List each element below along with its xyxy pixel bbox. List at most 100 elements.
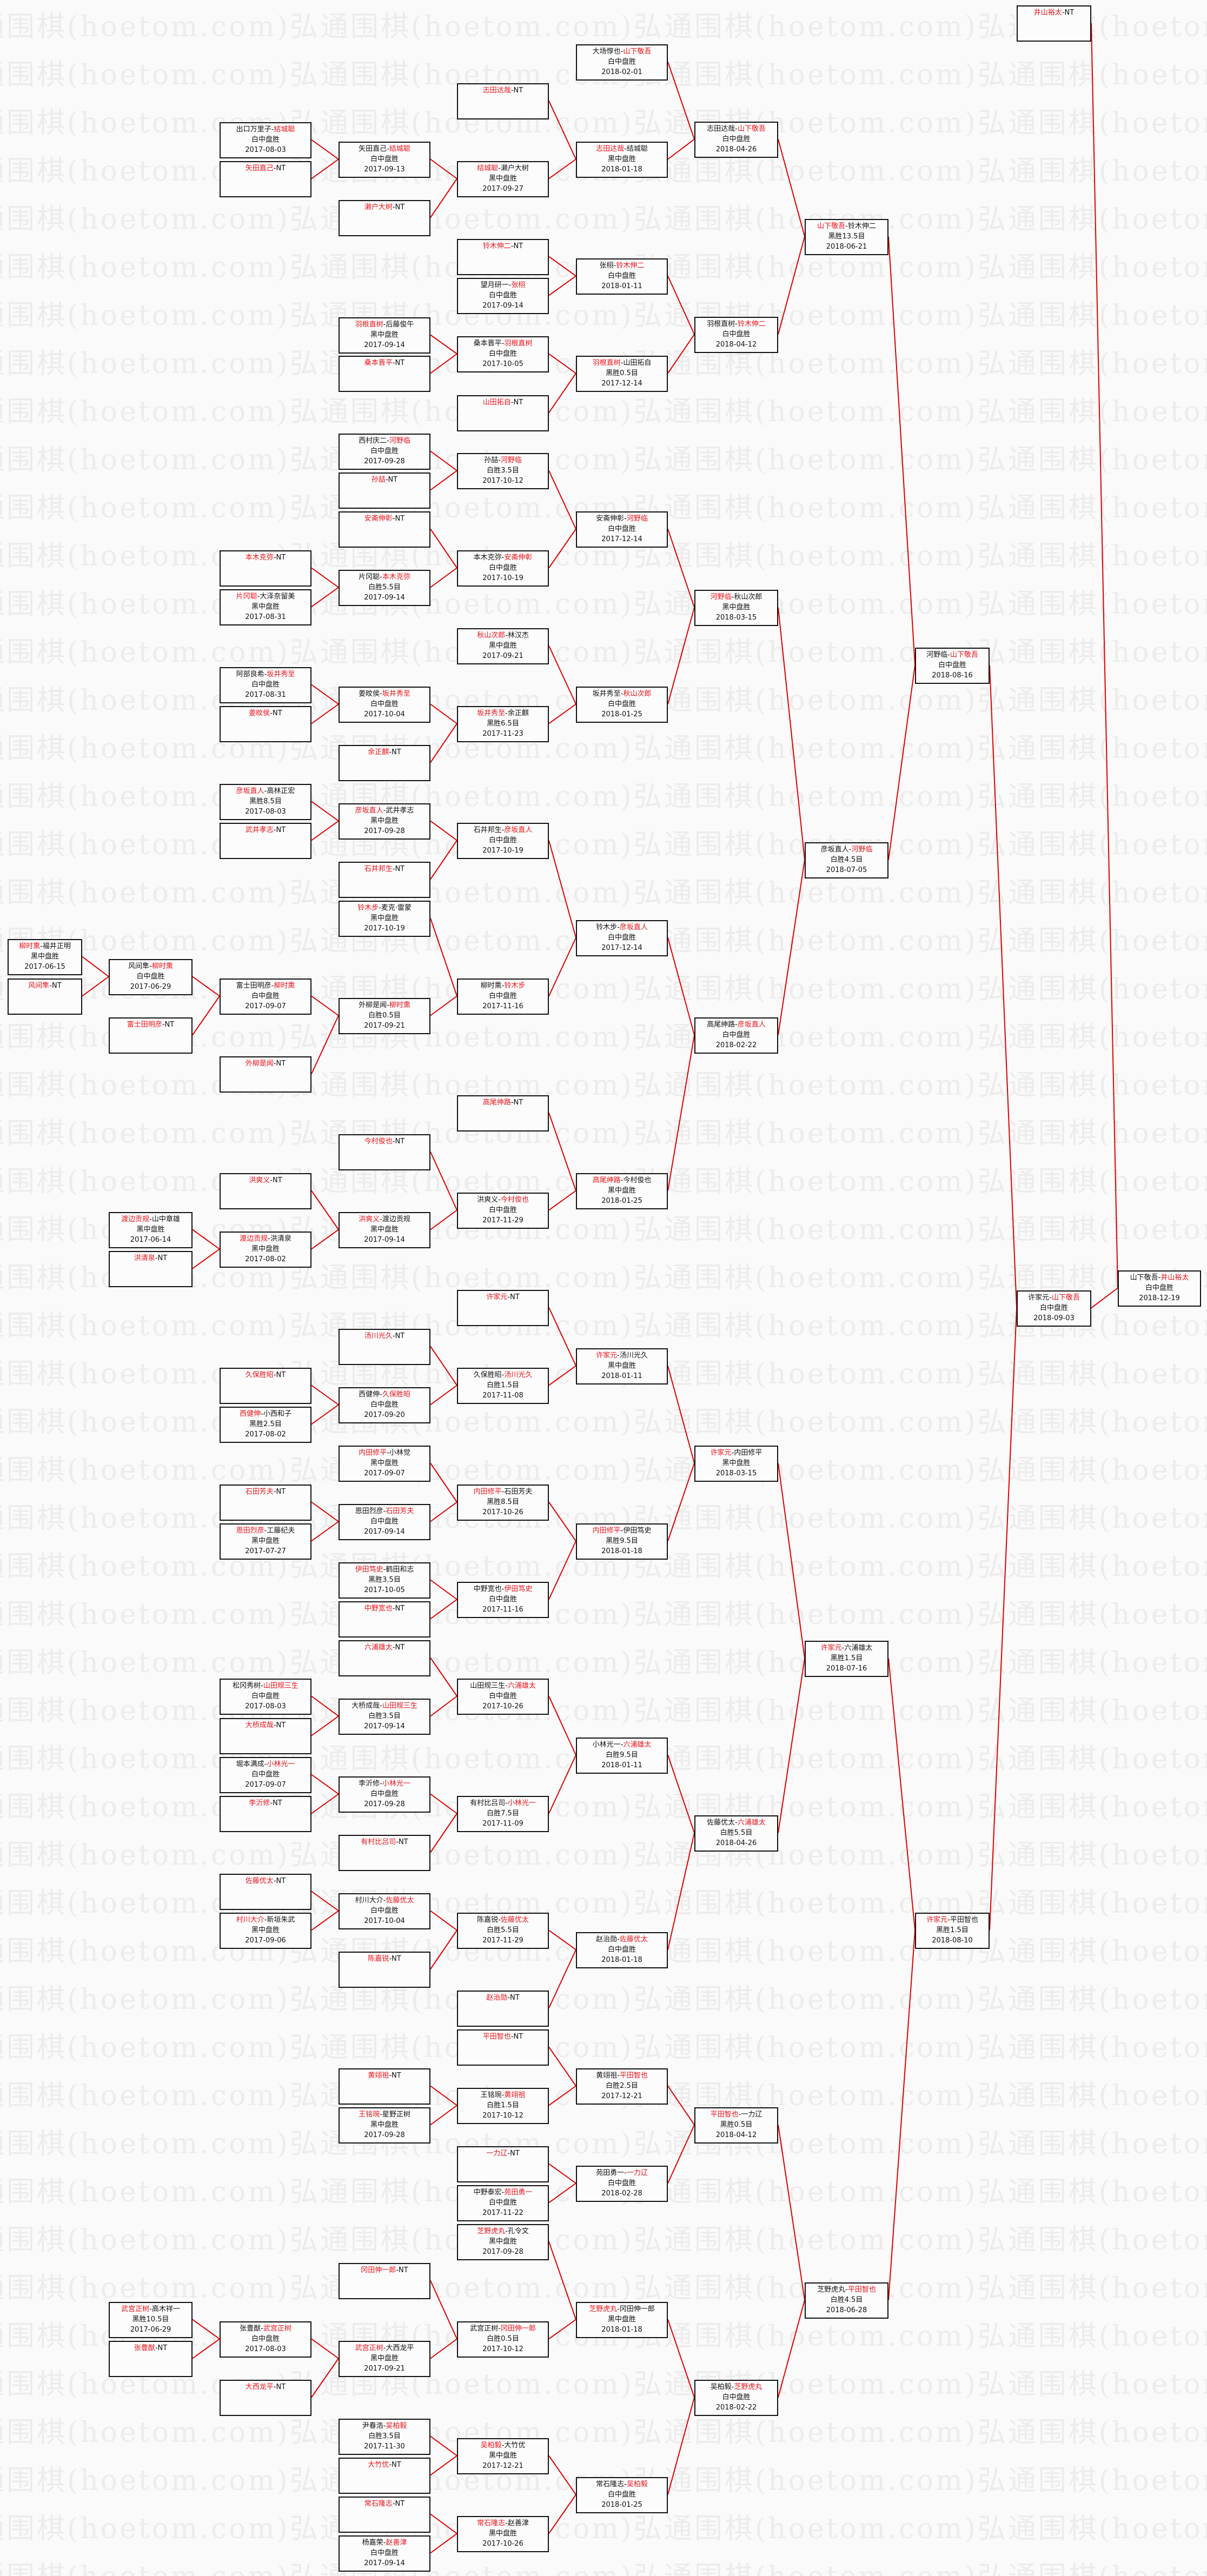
player-a: 陈嘉锐 — [368, 1955, 389, 1963]
match-players: 片冈聪-本木克弥 — [340, 572, 429, 582]
bracket-connector — [548, 528, 576, 569]
player-a: 孙喆 — [371, 476, 386, 484]
bracket-connector — [667, 1366, 695, 1463]
bracket-connector — [430, 178, 457, 218]
player-a: 西健伸 — [359, 1390, 380, 1399]
player-a: 洪清泉 — [134, 1254, 155, 1262]
match-players: 出口万里子-结城聪 — [221, 124, 310, 135]
bracket-connector — [778, 1658, 805, 1833]
player-a: 堀本满成 — [236, 1760, 264, 1768]
match-players: 柳时熏-铃木步 — [458, 981, 548, 991]
separator: - — [273, 826, 276, 834]
separator: - — [620, 1527, 624, 1535]
separator: - — [501, 1585, 505, 1593]
player-a: 有村比吕司 — [470, 1799, 506, 1807]
bracket-connector — [548, 372, 576, 414]
player-a: 外柳是闻 — [245, 1060, 274, 1068]
bracket-connector — [548, 2319, 576, 2340]
match-players: 山田拓自-NT — [458, 397, 548, 408]
bracket-connector — [548, 2494, 576, 2534]
match-result: 白中盘胜 — [251, 1692, 280, 1700]
player-a: 久保胜昭 — [473, 1371, 502, 1379]
match-players: 伊田笃史-鹤田和志 — [340, 1565, 429, 1575]
player-a: 山田拓自 — [482, 398, 511, 407]
bye-label: NT — [395, 1137, 405, 1146]
player-b: 结城聪 — [274, 125, 295, 134]
player-b: 山田规三生 — [382, 1702, 417, 1710]
player-b: 久保胜昭 — [382, 1390, 410, 1399]
player-a: 秋山次郎 — [477, 631, 506, 640]
bye-box: 今村俊也-NT — [339, 1134, 430, 1170]
player-a: 志田达哉 — [482, 86, 511, 95]
separator: - — [389, 1955, 392, 1963]
match-date: 2017-10-04 — [364, 1917, 405, 1925]
match-players: 武井孝志-NT — [221, 825, 310, 835]
separator: - — [498, 1916, 501, 1924]
match-players: 武宫正树-大西龙平 — [340, 2343, 429, 2353]
player-b: 柳时熏 — [151, 962, 173, 970]
match-players: 渡边贡规-山中章雄 — [110, 1214, 191, 1224]
player-a: 张豊猷 — [240, 2325, 261, 2333]
match-players: 大竹优-NT — [340, 2460, 429, 2470]
bracket-connector — [430, 703, 457, 724]
player-b: 柳时熏 — [274, 982, 295, 990]
match-date: 2017-10-12 — [482, 477, 523, 485]
separator: - — [264, 787, 267, 795]
match-players: 外柳是闻-柳时熏 — [340, 1000, 429, 1010]
match-date: 2017-08-03 — [245, 808, 286, 816]
player-b: 小西和子 — [263, 1410, 291, 1418]
match-result: 白中盘胜 — [370, 700, 399, 708]
match-result: 白中盘胜 — [607, 1946, 636, 1954]
match-players: 芝野虎丸-冈田伸一郎 — [577, 2304, 667, 2314]
player-a: 内田修平 — [592, 1527, 621, 1535]
bye-label: NT — [392, 2461, 401, 2469]
bye-box: 汤川光久-NT — [339, 1329, 430, 1365]
match-date: 2017-09-28 — [364, 1800, 405, 1808]
bracket-connector — [430, 567, 457, 588]
match-result: 白中盘胜 — [370, 1907, 399, 1915]
player-a: 吴柏毅 — [480, 2441, 502, 2449]
player-a: 许家元 — [1028, 1294, 1050, 1302]
player-a: 有村比吕司 — [361, 1838, 396, 1846]
bracket-connector — [548, 353, 576, 374]
match-result: 白中盘胜 — [488, 1206, 517, 1214]
separator: - — [273, 2383, 276, 2391]
match-date: 2018-08-10 — [932, 1936, 973, 1945]
match-result: 白中盘胜 — [136, 973, 165, 981]
player-a: 芝野虎丸 — [589, 2305, 618, 2313]
match-result: 白中盘胜 — [251, 992, 280, 1000]
match-result: 白中盘胜 — [1145, 1284, 1173, 1292]
player-a: 羽根直树 — [355, 321, 383, 329]
separator: - — [620, 48, 624, 56]
player-a: 黄翊祖 — [596, 2072, 618, 2080]
match-date: 2017-09-06 — [245, 1936, 286, 1945]
separator: - — [617, 923, 620, 931]
match-players: 石井邦生-NT — [340, 864, 429, 874]
separator: - — [735, 1819, 738, 1827]
player-a: 志田达哉 — [596, 145, 625, 153]
separator: - — [731, 593, 734, 601]
player-a: 王铭琬 — [480, 2091, 502, 2099]
match-date: 2017-09-14 — [364, 1528, 405, 1536]
bracket-connector — [667, 276, 695, 335]
bracket-connector — [430, 2513, 457, 2534]
player-a: 武宫正树 — [121, 2305, 150, 2313]
bracket-connector — [192, 2319, 220, 2340]
player-a: 中野泰宏 — [473, 2188, 502, 2196]
match-result: 白中盘胜 — [370, 1790, 399, 1798]
match-players: 彦坂直人-河野临 — [806, 844, 887, 855]
match-players: 铃木伸二-NT — [458, 241, 548, 251]
bracket-connector — [311, 1501, 339, 1522]
match-players: 张豊猷-NT — [110, 2343, 191, 2353]
player-b: 小林光一 — [382, 1780, 410, 1788]
player-b: 羽根直树 — [504, 340, 533, 348]
